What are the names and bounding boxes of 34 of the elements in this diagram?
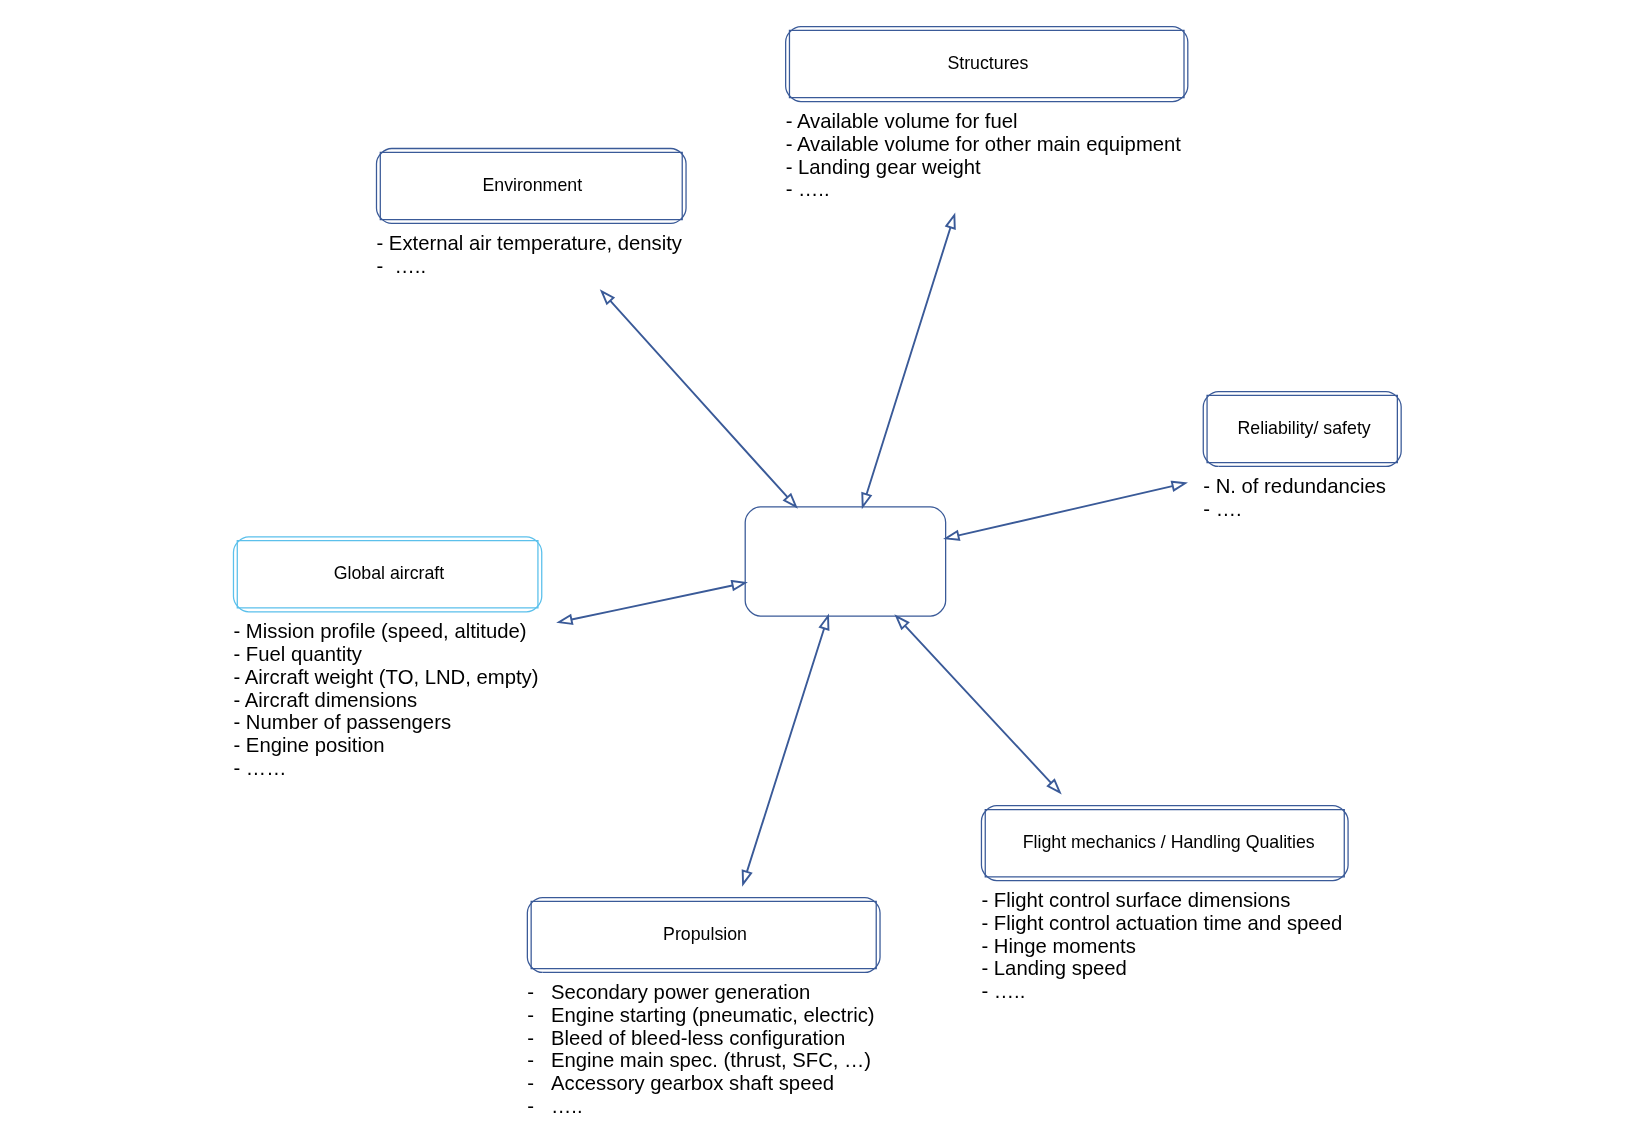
node-box: Propulsion — [526, 896, 881, 974]
arrow — [860, 212, 956, 510]
node-label: - Flight control surface dimensions — [980, 888, 1290, 911]
node-label: - ….. — [375, 254, 426, 277]
node-label: - N. of redundancies — [1202, 474, 1386, 497]
node-label: - Engine position — [232, 734, 385, 757]
node-label: - Landing gear weight — [785, 155, 981, 178]
node-label: - Secondary power generation — [526, 980, 810, 1003]
node-label: - External air temperature, density — [375, 231, 682, 254]
node-label: - Available volume for other main equipment — [785, 132, 1181, 155]
node-label: - Landing speed — [980, 957, 1127, 980]
node-label: - ….. — [785, 178, 830, 201]
node-label: - Available volume for fuel — [785, 109, 1018, 132]
node-label: - Aircraft dimensions — [232, 688, 417, 711]
node-label: - Mission profile (speed, altitude) — [232, 620, 527, 643]
node-label: - Hinge moments — [980, 934, 1136, 957]
node-label: - Flight control actuation time and speed — [980, 911, 1342, 934]
arrow — [555, 579, 748, 626]
node-label: - Number of passengers — [232, 711, 451, 734]
node-label: - Engine main spec. (thrust, SFC, …) — [526, 1049, 871, 1072]
node-label: - ….. — [980, 980, 1025, 1003]
node-label: - …… — [232, 757, 286, 780]
arrow — [893, 614, 1062, 795]
arrow — [599, 289, 798, 509]
arrow — [741, 613, 829, 887]
node-label: - …. — [1202, 497, 1242, 520]
node-box — [744, 506, 946, 617]
node-label: - Accessory gearbox shaft speed — [526, 1072, 834, 1095]
node-label: - Fuel quantity — [232, 642, 362, 665]
arrow — [942, 480, 1188, 541]
node-label: - Aircraft weight (TO, LND, empty) — [232, 665, 539, 688]
node-label: - ….. — [526, 1095, 583, 1118]
node-label: - Engine starting (pneumatic, electric) — [526, 1003, 875, 1026]
node-label: - Bleed of bleed-less configuration — [526, 1026, 845, 1049]
